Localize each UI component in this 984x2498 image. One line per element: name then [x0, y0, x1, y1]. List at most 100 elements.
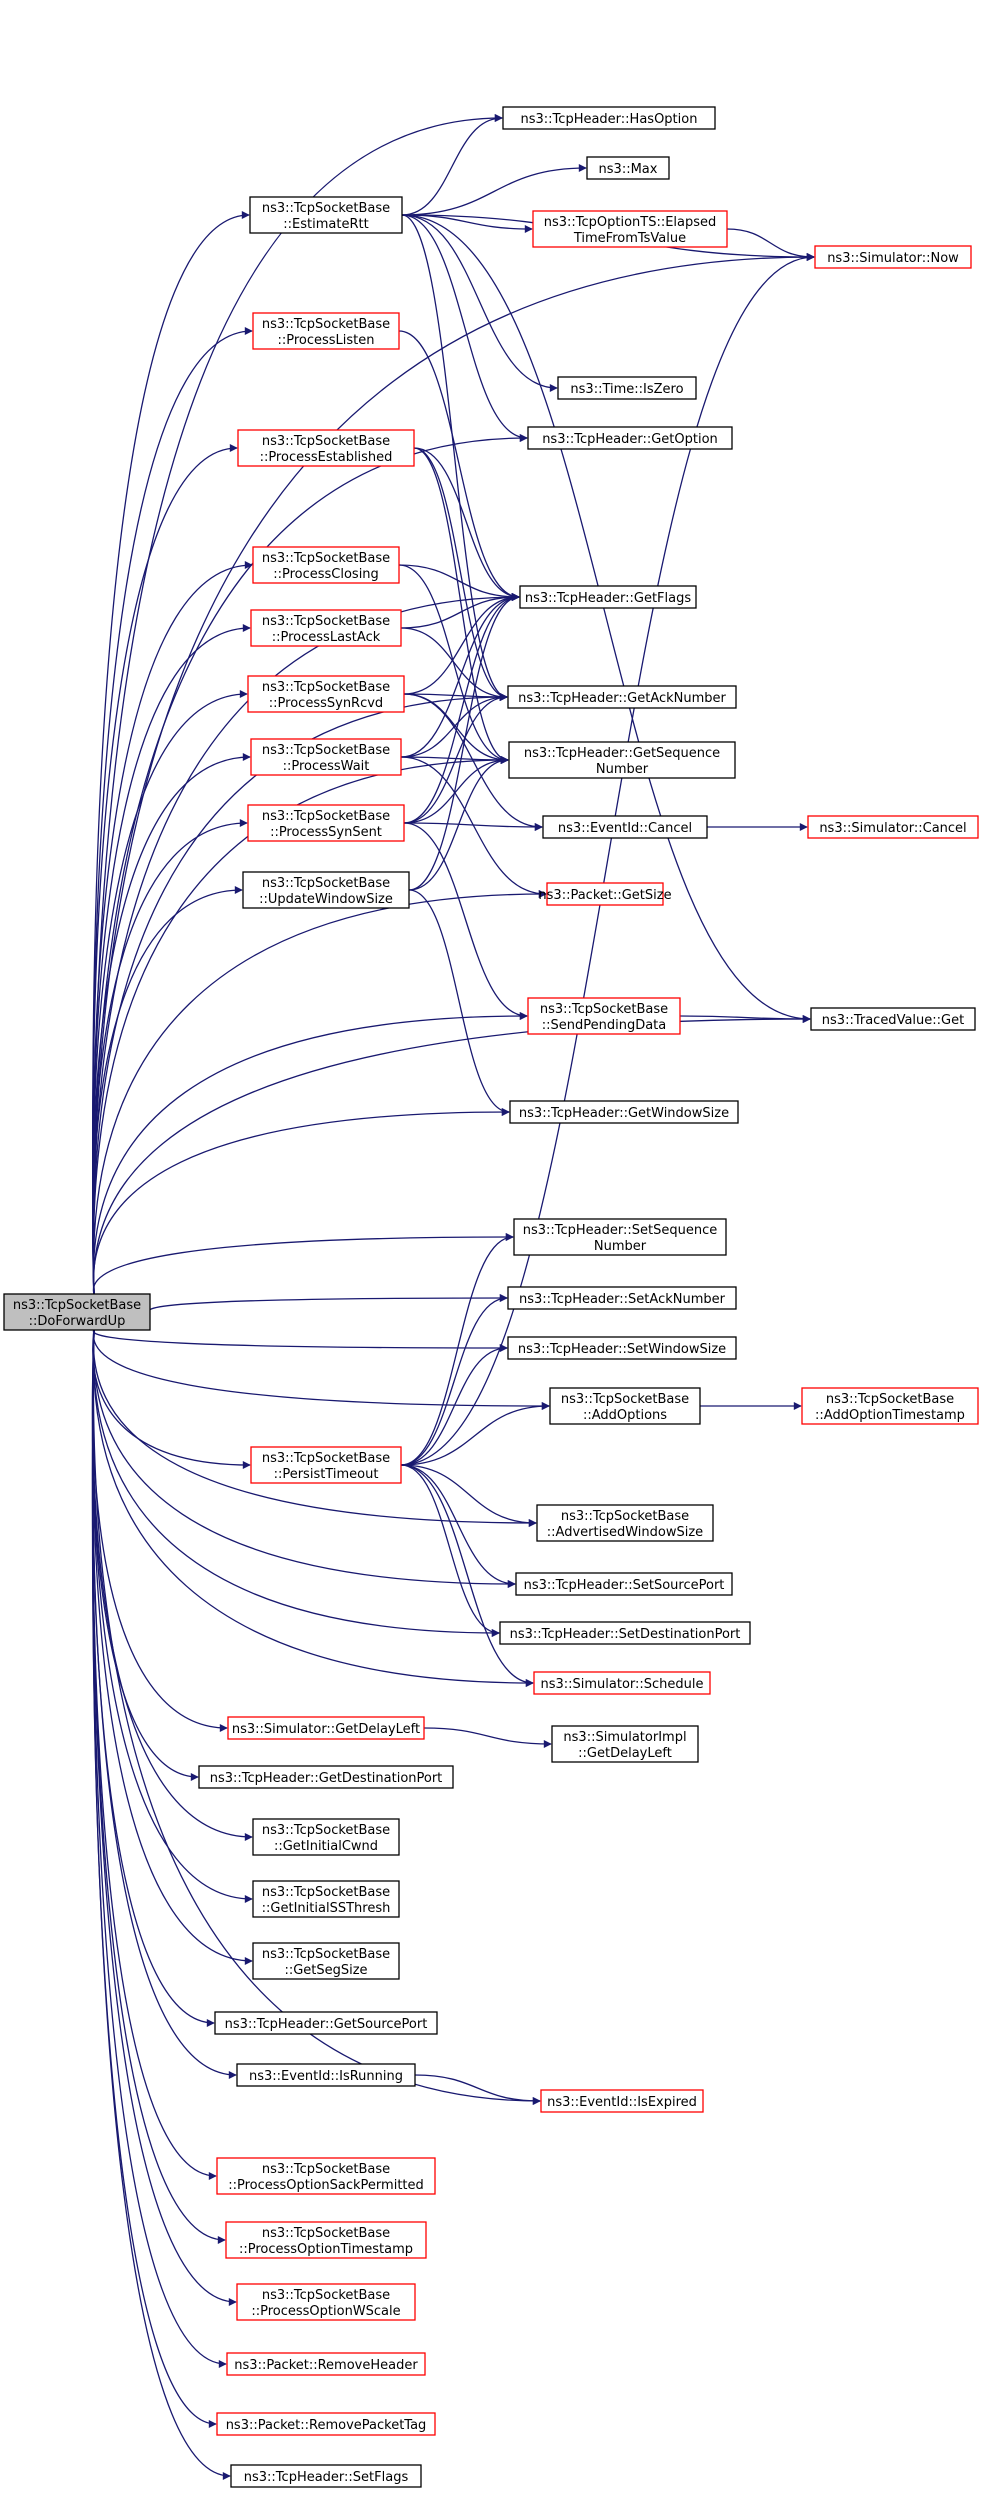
edge [92, 561, 253, 1295]
node-get-seg-size[interactable]: ns3::TcpSocketBase::GetSegSize [252, 1942, 400, 1980]
node-get-source-port[interactable]: ns3::TcpHeader::GetSourcePort [214, 2011, 438, 2035]
edge-path [400, 1294, 508, 1466]
node-label: ns3::TcpOptionTS::Elapsed [544, 215, 717, 230]
edge [92, 1329, 516, 1588]
edge-path [92, 693, 508, 1295]
node-estimate-rtt[interactable]: ns3::TcpSocketBase::EstimateRtt [249, 196, 403, 234]
edge-path [400, 1464, 516, 1588]
node-impl-get-delay-left[interactable]: ns3::SimulatorImpl::GetDelayLeft [551, 1725, 699, 1763]
edge-path [403, 593, 520, 695]
node-get-delay-left[interactable]: ns3::Simulator::GetDelayLeft [227, 1716, 425, 1740]
node-is-zero[interactable]: ns3::Time::IsZero [557, 376, 697, 400]
edge-path [413, 447, 520, 601]
edge-path [403, 756, 509, 824]
edge-path [92, 1329, 516, 1588]
node-box [3, 1293, 151, 1331]
edge-path [403, 593, 520, 824]
edge-path [400, 1344, 508, 1466]
node-get-ack-number[interactable]: ns3::TcpHeader::GetAckNumber [507, 685, 737, 709]
node-is-expired[interactable]: ns3::EventId::IsExpired [540, 2089, 704, 2113]
node-process-established[interactable]: ns3::TcpSocketBase::ProcessEstablished [237, 429, 415, 467]
node-do-forward-up[interactable]: ns3::TcpSocketBase::DoForwardUp [3, 1293, 151, 1331]
node-label: ns3::TcpHeader::GetFlags [525, 591, 692, 606]
edge [413, 447, 509, 764]
node-event-cancel[interactable]: ns3::EventId::Cancel [542, 815, 708, 839]
node-process-option-wscale[interactable]: ns3::TcpSocketBase::ProcessOptionWScale [236, 2283, 416, 2321]
edge [401, 214, 811, 1023]
node-get-flags[interactable]: ns3::TcpHeader::GetFlags [519, 585, 697, 609]
edge-path [92, 1329, 534, 1687]
node-is-running[interactable]: ns3::EventId::IsRunning [236, 2063, 416, 2087]
node-get-initial-cwnd[interactable]: ns3::TcpSocketBase::GetInitialCwnd [252, 1818, 400, 1856]
node-sim-now[interactable]: ns3::Simulator::Now [814, 245, 972, 269]
edge [92, 890, 547, 1295]
node-label: ::DoForwardUp [29, 1314, 126, 1329]
node-label: ns3::TcpHeader::SetDestinationPort [510, 1627, 741, 1642]
edge-path [423, 1727, 552, 1748]
node-label: ::ProcessSynRcvd [269, 696, 383, 711]
node-process-last-ack[interactable]: ns3::TcpSocketBase::ProcessLastAck [250, 609, 402, 647]
node-remove-header[interactable]: ns3::Packet::RemoveHeader [226, 2352, 426, 2376]
node-label: ns3::TcpHeader::GetOption [542, 432, 718, 447]
edge [401, 214, 558, 392]
node-sim-cancel[interactable]: ns3::Simulator::Cancel [807, 815, 979, 839]
node-remove-packet-tag[interactable]: ns3::Packet::RemovePacketTag [216, 2412, 436, 2436]
edge-path [400, 1402, 550, 1466]
node-traced-get[interactable]: ns3::TracedValue::Get [810, 1007, 976, 1031]
edge [400, 593, 520, 629]
node-set-source-port[interactable]: ns3::TcpHeader::SetSourcePort [515, 1572, 733, 1596]
node-set-ack-number[interactable]: ns3::TcpHeader::SetAckNumber [507, 1286, 737, 1310]
node-process-wait[interactable]: ns3::TcpSocketBase::ProcessWait [250, 738, 402, 776]
node-set-flags[interactable]: ns3::TcpHeader::SetFlags [230, 2464, 422, 2488]
node-advertised-window-size[interactable]: ns3::TcpSocketBase::AdvertisedWindowSize [536, 1504, 714, 1542]
edge [92, 1108, 510, 1295]
node-box [250, 738, 402, 776]
node-box [810, 1007, 976, 1031]
edge-path [400, 593, 520, 758]
edge-path [91, 1329, 231, 2480]
node-process-syn-sent[interactable]: ns3::TcpSocketBase::ProcessSynSent [247, 804, 405, 842]
node-box [807, 815, 979, 839]
node-add-options[interactable]: ns3::TcpSocketBase::AddOptions [549, 1387, 701, 1425]
node-label: ns3::TcpSocketBase [561, 1392, 689, 1407]
edge [414, 2074, 541, 2105]
node-get-initial-ssthresh[interactable]: ns3::TcpSocketBase::GetInitialSSThresh [252, 1880, 400, 1918]
node-process-option-sack[interactable]: ns3::TcpSocketBase::ProcessOptionSackPer… [216, 2157, 436, 2195]
node-process-option-timestamp[interactable]: ns3::TcpSocketBase::ProcessOptionTimesta… [225, 2221, 427, 2259]
edge [400, 253, 815, 1466]
node-process-listen[interactable]: ns3::TcpSocketBase::ProcessListen [252, 312, 400, 350]
node-get-destination-port[interactable]: ns3::TcpHeader::GetDestinationPort [198, 1765, 454, 1789]
node-add-option-timestamp[interactable]: ns3::TcpSocketBase::AddOptionTimestamp [801, 1387, 979, 1425]
node-label: ns3::Simulator::Schedule [540, 1677, 703, 1692]
node-sim-schedule[interactable]: ns3::Simulator::Schedule [533, 1671, 711, 1695]
node-label: ns3::TcpSocketBase [262, 614, 390, 629]
node-update-window-size[interactable]: ns3::TcpSocketBase::UpdateWindowSize [242, 871, 410, 909]
node-has-option[interactable]: ns3::TcpHeader::HasOption [502, 106, 716, 130]
edge [400, 1464, 516, 1588]
node-label: ns3::TcpSocketBase [262, 1947, 390, 1962]
node-set-window-size[interactable]: ns3::TcpHeader::SetWindowSize [507, 1336, 737, 1360]
node-max[interactable]: ns3::Max [586, 156, 670, 180]
node-get-window-size[interactable]: ns3::TcpHeader::GetWindowSize [509, 1100, 739, 1124]
edge [92, 693, 508, 1295]
edge [92, 1329, 550, 1410]
node-label: ns3::TcpHeader::SetSourcePort [524, 1578, 725, 1593]
node-persist-timeout[interactable]: ns3::TcpSocketBase::PersistTimeout [250, 1446, 402, 1484]
node-box [236, 2283, 416, 2321]
node-get-option[interactable]: ns3::TcpHeader::GetOption [527, 426, 733, 450]
node-label: ns3::Packet::RemoveHeader [234, 2358, 418, 2373]
node-label: ns3::TcpSocketBase [13, 1298, 141, 1313]
node-label: ::ProcessOptionSackPermitted [228, 2178, 424, 2193]
node-send-pending-data[interactable]: ns3::TcpSocketBase::SendPendingData [527, 997, 681, 1035]
node-process-syn-rcvd[interactable]: ns3::TcpSocketBase::ProcessSynRcvd [247, 675, 405, 713]
edge [400, 693, 508, 758]
node-box [532, 210, 728, 248]
node-set-destination-port[interactable]: ns3::TcpHeader::SetDestinationPort [499, 1621, 751, 1645]
node-packet-get-size[interactable]: ns3::Packet::GetSize [538, 882, 672, 906]
edge-path [408, 756, 509, 891]
node-label: ns3::TcpHeader::GetWindowSize [519, 1106, 729, 1121]
node-process-closing[interactable]: ns3::TcpSocketBase::ProcessClosing [252, 546, 400, 584]
